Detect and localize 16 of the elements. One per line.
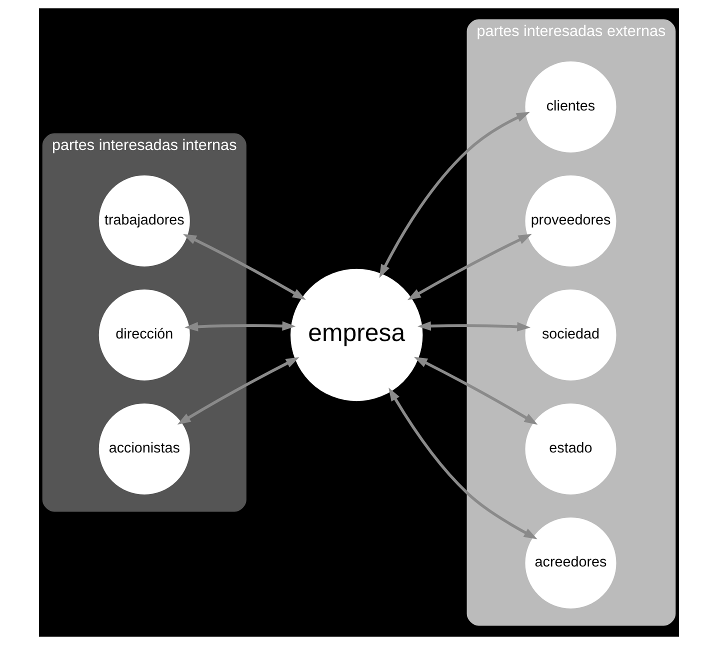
node-circle: proveedores [524,175,616,266]
arrow [413,356,538,425]
node-circle: acreedores [524,517,616,608]
arrow [182,234,306,300]
node-circle: trabajadores [98,175,190,266]
arrow [184,321,296,332]
node-circle: sociedad [524,289,616,380]
arrow [406,234,532,300]
arrow [388,388,537,540]
node-circle: accionistas [98,403,190,494]
node-circle: clientes [524,61,616,152]
arrow [378,112,530,278]
arrow [176,357,299,425]
node-circle: estado [524,403,616,494]
arrow [416,321,530,332]
node-circle: dirección [98,289,190,380]
